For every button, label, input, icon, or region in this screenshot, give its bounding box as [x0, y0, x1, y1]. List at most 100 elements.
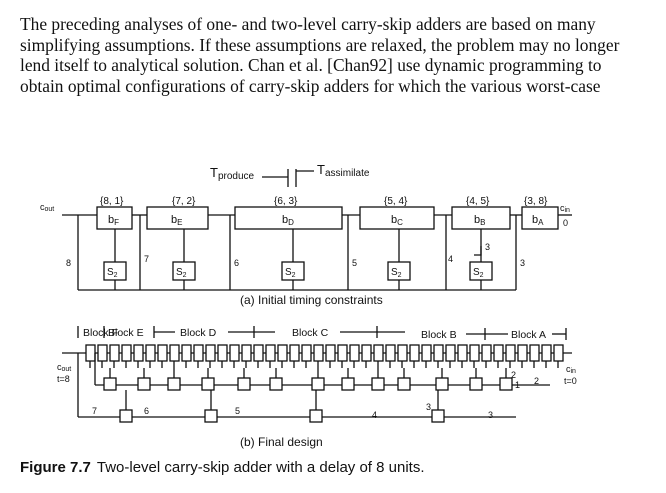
cout-value-a: 8 — [66, 258, 71, 268]
adder-cell — [325, 344, 336, 362]
block-f-label: bF — [108, 214, 119, 227]
paragraph-line: The preceding analyses of one- and two-l… — [20, 14, 596, 34]
skip-logic-box — [201, 377, 215, 391]
skip-label: S2 — [107, 267, 118, 279]
value-label: 3 — [488, 410, 493, 420]
block-header: Block B — [421, 329, 457, 341]
adder-cell — [433, 344, 444, 362]
value-label: 3 — [426, 402, 431, 412]
skip-logic-box — [371, 377, 385, 391]
skip-logic-box — [204, 409, 218, 423]
cout-label-a: cout — [40, 202, 54, 213]
skip-label: S2 — [176, 267, 187, 279]
t-produce-label: Tproduce — [210, 165, 255, 182]
delay-value: 5 — [352, 258, 357, 268]
paragraph-line: lend itself to analytical solution. Chan… — [20, 55, 602, 75]
block-header: Block A — [511, 329, 546, 341]
adder-cell — [373, 344, 384, 362]
adder-cell — [85, 344, 96, 362]
skip-logic-box — [431, 409, 445, 423]
block-a-label: bA — [532, 214, 544, 227]
diagram-b: Block F Block E Block D Block C Block B … — [57, 326, 577, 449]
figure-caption-text: Two-level carry-skip adder with a delay … — [96, 459, 425, 476]
delay-value: 6 — [234, 258, 239, 268]
adder-cell — [253, 344, 264, 362]
adder-cell — [181, 344, 192, 362]
subcaption-b: (b) Final design — [240, 435, 323, 449]
adder-cell — [517, 344, 528, 362]
skip-logic-box — [341, 377, 355, 391]
adder-cells — [85, 344, 564, 368]
skip-logic-box — [167, 377, 181, 391]
delay-value: 7 — [144, 254, 149, 264]
block-header: Block C — [292, 327, 329, 339]
value-label: 5 — [235, 406, 240, 416]
adder-cell — [241, 344, 252, 362]
skip-boxes — [103, 368, 513, 423]
cout-label-b: cout — [57, 362, 71, 373]
t-assimilate-label: Tassimilate — [317, 162, 370, 179]
pair-label: {3, 8} — [524, 196, 548, 207]
pair-label: {5, 4} — [384, 196, 408, 207]
figure-label: Figure 7.7 — [20, 459, 91, 476]
pair-label: {6, 3} — [274, 196, 298, 207]
value-label: 7 — [92, 406, 97, 416]
adder-cell — [409, 344, 420, 362]
adder-cell — [385, 344, 396, 362]
adder-cell — [457, 344, 468, 362]
adder-cell — [217, 344, 228, 362]
block-d-label: bD — [282, 214, 294, 227]
skip-logic-box — [103, 377, 117, 391]
block-e-label: bE — [171, 214, 182, 227]
adder-cell — [205, 344, 216, 362]
adder-cell — [265, 344, 276, 362]
cout-time-b: t=8 — [57, 374, 70, 384]
adder-cell — [445, 344, 456, 362]
adder-cell — [541, 344, 552, 362]
block-c-box — [359, 206, 435, 230]
block-e-box — [146, 206, 209, 230]
paragraph-line: simplifying assumptions. If these assump… — [20, 34, 620, 55]
skip-label: S2 — [473, 267, 484, 279]
subcaption-a: (a) Initial timing constraints — [240, 293, 383, 307]
body-paragraph: The preceding analyses of one- and two-l… — [20, 14, 624, 96]
adder-cell — [349, 344, 360, 362]
skip-logic-box — [311, 377, 325, 391]
block-c-label: bC — [391, 214, 403, 227]
skip-logic-box — [397, 377, 411, 391]
value-label: 1 — [515, 380, 520, 390]
cin-label-b: cin — [566, 364, 576, 375]
adder-cell — [529, 344, 540, 362]
adder-cell — [301, 344, 312, 362]
adder-cell — [469, 344, 480, 362]
pair-label: {8, 1} — [100, 196, 124, 207]
adder-cell — [421, 344, 432, 362]
block-header: Block F — [83, 327, 118, 339]
adder-cell — [121, 344, 132, 362]
skip-logic-box — [435, 377, 449, 391]
cin-value-a: 0 — [563, 218, 568, 228]
adder-cell — [109, 344, 120, 362]
adder-cell — [553, 344, 564, 362]
adder-cell — [229, 344, 240, 362]
cin-time-b: t=0 — [564, 376, 577, 386]
value-label: 2 — [511, 370, 516, 380]
skip-logic-box — [309, 409, 323, 423]
skip-label: S2 — [391, 267, 402, 279]
delay-value: 3 — [520, 258, 525, 268]
skip-logic-box — [137, 377, 151, 391]
figure-caption: Figure 7.7 Two-level carry-skip adder wit… — [20, 459, 425, 476]
block-header: Block D — [180, 327, 217, 339]
skip-logic-box — [237, 377, 251, 391]
value-label: 4 — [372, 410, 377, 420]
skip-logic-box — [269, 377, 283, 391]
diagram-a: Tproduce Tassimilate cout 8 {8, 1} {7, 2… — [40, 162, 572, 307]
adder-cell — [289, 344, 300, 362]
skip-label: S2 — [285, 267, 296, 279]
adder-cell — [361, 344, 372, 362]
cin-label-a: cin — [560, 203, 570, 214]
adder-cell — [169, 344, 180, 362]
adder-cell — [133, 344, 144, 362]
inner-value: 3 — [485, 242, 490, 252]
